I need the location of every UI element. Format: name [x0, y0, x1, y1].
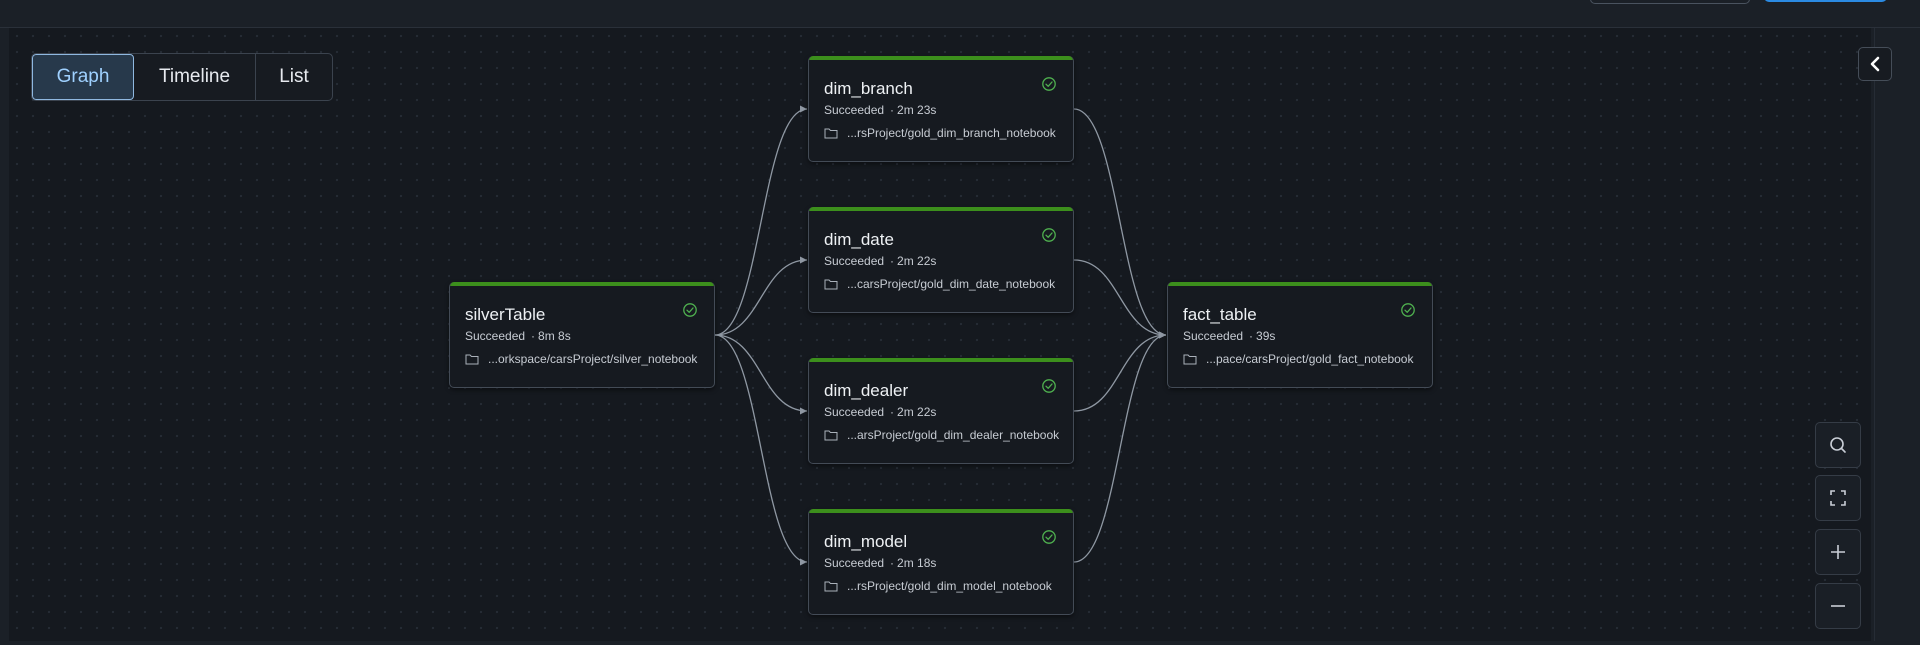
tab-timeline[interactable]: Timeline	[134, 54, 256, 100]
task-path: ...rsProject/gold_dim_branch_notebook	[847, 126, 1056, 140]
task-node-dim-date[interactable]: dim_date Succeeded ·2m 22s ...carsProject…	[808, 207, 1074, 313]
task-path-link[interactable]: ...arsProject/gold_dim_dealer_notebook	[824, 428, 1059, 442]
zoom-out-icon	[1831, 605, 1845, 607]
task-name: fact_table	[1183, 305, 1257, 324]
task-node-silvertable[interactable]: silverTable Succeeded ·8m 8s ...orkspace/…	[449, 282, 715, 388]
collapse-panel-button[interactable]	[1858, 47, 1892, 81]
task-status: Succeeded	[824, 254, 885, 268]
chevron-left-icon	[1870, 56, 1880, 72]
view-switcher: Graph Timeline List	[31, 53, 333, 101]
folder-icon	[465, 354, 479, 365]
status-bar	[450, 282, 714, 286]
zoom-in-icon	[1831, 545, 1845, 559]
task-status: Succeeded	[824, 556, 885, 570]
check-circle-icon	[1401, 303, 1415, 317]
check-circle-icon	[1042, 77, 1056, 91]
edge-silvertable-to-dim-branch	[714, 105, 808, 336]
task-meta: Succeeded ·2m 22s	[824, 254, 936, 268]
edge-dim-date-to-fact-table	[1073, 259, 1167, 339]
check-circle-icon	[1042, 530, 1056, 544]
task-duration: 2m 23s	[897, 103, 937, 117]
task-node-dim-branch[interactable]: dim_branch Succeeded ·2m 23s ...rsProject…	[808, 56, 1074, 162]
tab-graph[interactable]: Graph	[32, 54, 134, 100]
edge-silvertable-to-dim-model	[714, 334, 808, 566]
task-node-dim-dealer[interactable]: dim_dealer Succeeded ·2m 22s ...arsProjec…	[808, 358, 1074, 464]
check-circle-icon	[683, 303, 697, 317]
bottom-border	[0, 641, 1920, 645]
zoom-in-button[interactable]	[1815, 529, 1861, 575]
status-bar	[1168, 282, 1432, 286]
folder-icon	[824, 430, 838, 441]
task-meta: Succeeded ·2m 18s	[824, 556, 936, 570]
task-path-link[interactable]: ...pace/carsProject/gold_fact_notebook	[1183, 352, 1413, 366]
edge-dim-dealer-to-fact-table	[1073, 331, 1167, 412]
top-toolbar	[0, 0, 1920, 28]
task-meta: Succeeded ·2m 22s	[824, 405, 936, 419]
task-path: ...rsProject/gold_dim_model_notebook	[847, 579, 1052, 593]
folder-icon	[1183, 354, 1197, 365]
task-name: dim_branch	[824, 79, 913, 98]
task-meta: Succeeded ·2m 23s	[824, 103, 936, 117]
zoom-out-button[interactable]	[1815, 583, 1861, 629]
task-status: Succeeded	[824, 103, 885, 117]
task-duration: 2m 18s	[897, 556, 937, 570]
search-button[interactable]	[1815, 422, 1861, 468]
fit-to-screen-button[interactable]	[1815, 475, 1861, 521]
task-duration: 39s	[1256, 329, 1276, 343]
folder-icon	[824, 581, 838, 592]
edge-dim-model-to-fact-table	[1073, 331, 1167, 563]
meta-separator: ·	[890, 103, 895, 117]
task-name: silverTable	[465, 305, 546, 324]
fit-screen-icon	[1830, 490, 1846, 506]
task-path: ...pace/carsProject/gold_fact_notebook	[1206, 352, 1414, 366]
meta-separator: ·	[890, 405, 895, 419]
meta-separator: ·	[890, 254, 895, 268]
task-path-link[interactable]: ...rsProject/gold_dim_branch_notebook	[824, 126, 1056, 140]
folder-icon	[824, 128, 838, 139]
folder-icon	[824, 279, 838, 290]
search-icon	[1830, 437, 1846, 453]
task-duration: 8m 8s	[538, 329, 571, 343]
status-bar	[809, 207, 1073, 211]
task-meta: Succeeded ·8m 8s	[465, 329, 571, 343]
task-path: ...carsProject/gold_dim_date_notebook	[847, 277, 1056, 291]
edge-dim-branch-to-fact-table	[1073, 108, 1167, 339]
task-path-link[interactable]: ...carsProject/gold_dim_date_notebook	[824, 277, 1055, 291]
toolbar-primary-button[interactable]	[1764, 0, 1887, 2]
task-status: Succeeded	[465, 329, 526, 343]
side-panel-rail	[1874, 28, 1920, 645]
task-path-link[interactable]: ...rsProject/gold_dim_model_notebook	[824, 579, 1052, 593]
edge-silvertable-to-dim-date	[714, 256, 808, 336]
tab-list[interactable]: List	[279, 66, 309, 87]
task-duration: 2m 22s	[897, 405, 937, 419]
edge-silvertable-to-dim-dealer	[714, 334, 808, 415]
meta-separator: ·	[1249, 329, 1254, 343]
meta-separator: ·	[890, 556, 895, 570]
task-name: dim_model	[824, 532, 908, 551]
check-circle-icon	[1042, 379, 1056, 393]
task-path: ...arsProject/gold_dim_dealer_notebook	[847, 428, 1060, 442]
task-node-dim-model[interactable]: dim_model Succeeded ·2m 18s ...rsProject/…	[808, 509, 1074, 615]
task-meta: Succeeded ·39s	[1183, 329, 1275, 343]
task-path: ...orkspace/carsProject/silver_notebook	[488, 352, 698, 366]
task-name: dim_date	[824, 230, 894, 249]
status-bar	[809, 56, 1073, 60]
meta-separator: ·	[531, 329, 536, 343]
task-path-link[interactable]: ...orkspace/carsProject/silver_notebook	[465, 352, 697, 366]
status-bar	[809, 358, 1073, 362]
check-circle-icon	[1042, 228, 1056, 242]
task-status: Succeeded	[1183, 329, 1244, 343]
task-name: dim_dealer	[824, 381, 909, 400]
task-node-fact-table[interactable]: fact_table Succeeded ·39s ...pace/carsPro…	[1167, 282, 1433, 388]
task-status: Succeeded	[824, 405, 885, 419]
task-duration: 2m 22s	[897, 254, 937, 268]
status-bar	[809, 509, 1073, 513]
